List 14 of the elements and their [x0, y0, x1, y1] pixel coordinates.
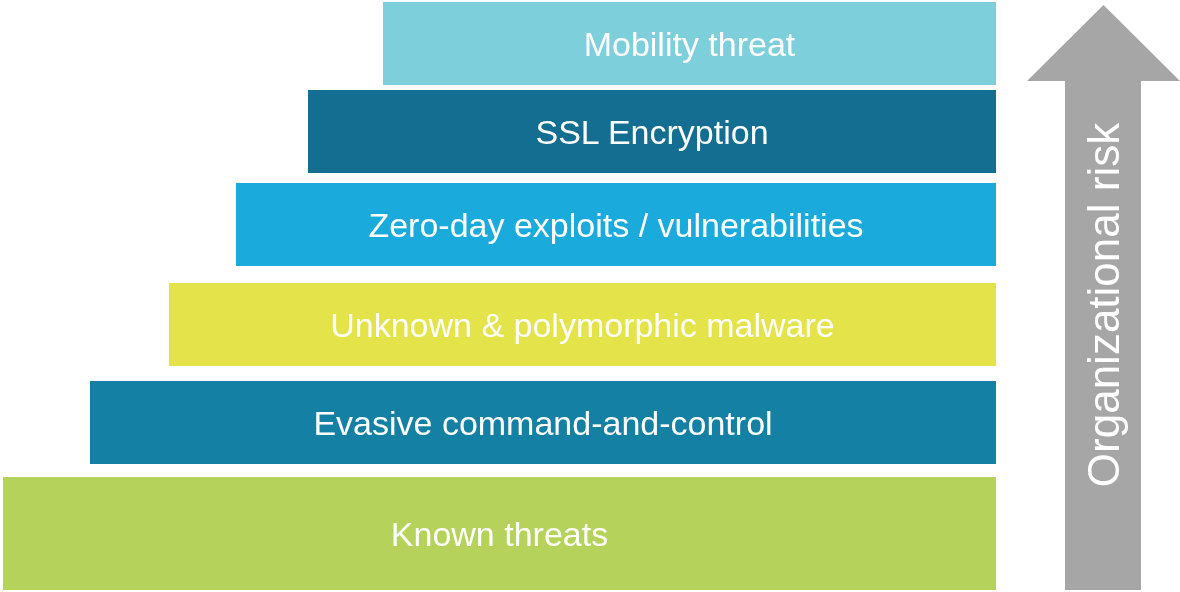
stair-bar — [308, 90, 996, 173]
bar-label: Known threats — [390, 516, 609, 551]
bar-label: Evasive command-and-control — [313, 405, 773, 440]
bar-label: Unknown & polymorphic malware — [330, 307, 835, 342]
stair-bar — [236, 183, 996, 266]
bar-label: Zero-day exploits / vulnerabilities — [368, 207, 864, 242]
stair-bar — [90, 381, 996, 464]
stair-bar — [169, 283, 996, 366]
up-arrow — [1027, 5, 1180, 590]
bar-label: Mobility threat — [583, 26, 796, 61]
stair-bar — [383, 2, 996, 85]
arrow-label: Organizational risk — [1081, 122, 1126, 488]
stair-bar — [3, 477, 996, 590]
bar-label: SSL Encryption — [535, 114, 769, 149]
